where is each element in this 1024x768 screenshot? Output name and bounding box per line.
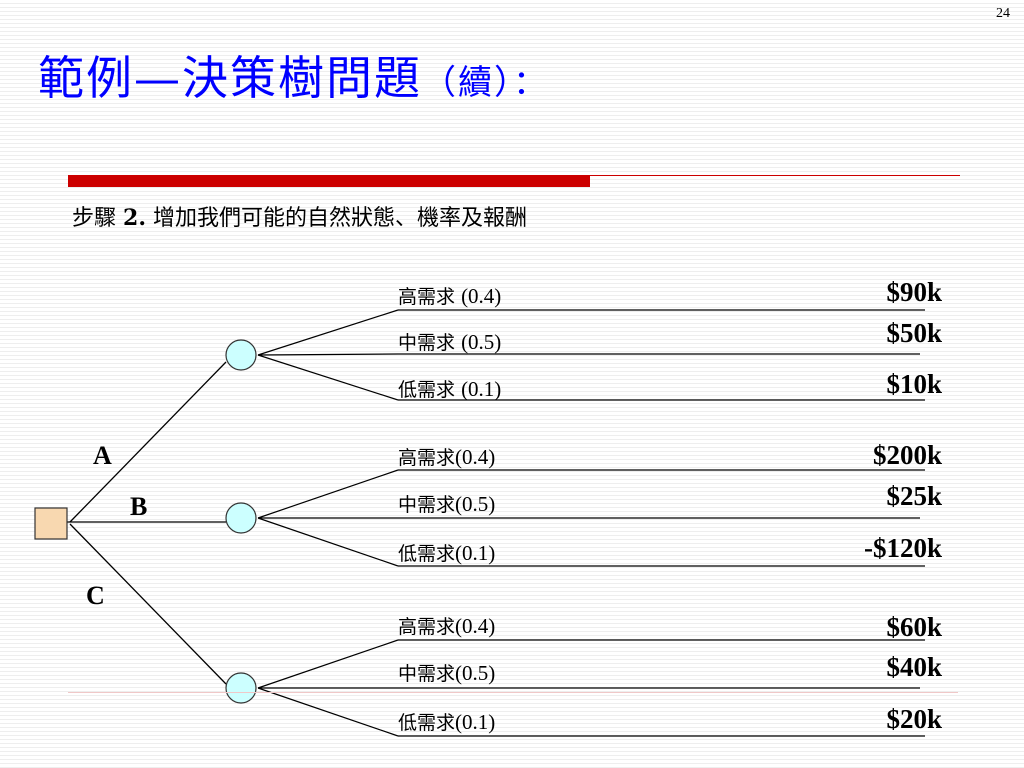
alt-label-C: C bbox=[86, 581, 105, 610]
step-number: 2. bbox=[123, 205, 146, 231]
payoff-B-low: -$120k bbox=[863, 533, 942, 563]
chance-node-B bbox=[225, 502, 257, 534]
state-label-B-mid: 中需求(0.5) bbox=[398, 492, 496, 516]
alt-label-A: A bbox=[93, 441, 112, 470]
state-label-C-low: 低需求(0.1) bbox=[398, 710, 496, 734]
edge-A-low bbox=[257, 354, 399, 401]
state-label-A-mid: 中需求 (0.5) bbox=[398, 330, 502, 354]
title-underline-rule bbox=[590, 175, 960, 176]
edge-A-high bbox=[257, 309, 399, 356]
state-label-C-mid: 中需求(0.5) bbox=[398, 661, 496, 685]
payoff-A-low: $10k bbox=[886, 369, 942, 399]
title-main: 範例—決策樹問題 bbox=[38, 51, 422, 105]
state-label-C-high: 高需求(0.4) bbox=[398, 614, 496, 638]
payoff-A-high: $90k bbox=[886, 277, 942, 307]
step-text: 步驟 2. 增加我們可能的自然狀態、機率及報酬 bbox=[72, 200, 527, 232]
page-number: 24 bbox=[996, 6, 1010, 21]
step-prefix: 步驟 bbox=[72, 206, 117, 231]
step-description: 增加我們可能的自然狀態、機率及報酬 bbox=[152, 206, 527, 231]
edge-A-mid bbox=[257, 353, 399, 356]
slide-title: 範例—決策樹問題（續）： bbox=[38, 48, 549, 113]
alt-label-B: B bbox=[130, 492, 148, 521]
payoff-C-low: $20k bbox=[886, 704, 942, 734]
state-label-B-high: 高需求(0.4) bbox=[398, 445, 496, 469]
edge-decision-A bbox=[69, 361, 227, 523]
edge-B-low bbox=[257, 517, 399, 567]
footer-rule bbox=[68, 692, 958, 693]
payoff-B-mid: $25k bbox=[886, 481, 942, 511]
state-label-A-low: 低需求 (0.1) bbox=[398, 377, 502, 401]
decision-node bbox=[34, 507, 68, 540]
payoff-B-high: $200k bbox=[872, 440, 942, 470]
edge-C-high bbox=[257, 639, 399, 689]
state-label-B-low: 低需求(0.1) bbox=[398, 541, 496, 565]
payoff-C-high: $60k bbox=[886, 612, 942, 642]
state-label-A-high: 高需求 (0.4) bbox=[398, 284, 502, 308]
title-sub: （續）： bbox=[422, 63, 549, 103]
title-underline-bar bbox=[68, 175, 590, 187]
chance-node-C bbox=[225, 672, 257, 704]
payoff-A-mid: $50k bbox=[886, 318, 942, 348]
edge-C-low bbox=[257, 687, 399, 737]
edge-decision-C bbox=[69, 523, 227, 685]
chance-node-A bbox=[225, 339, 257, 371]
edge-B-high bbox=[257, 469, 399, 519]
payoff-C-mid: $40k bbox=[886, 652, 942, 682]
